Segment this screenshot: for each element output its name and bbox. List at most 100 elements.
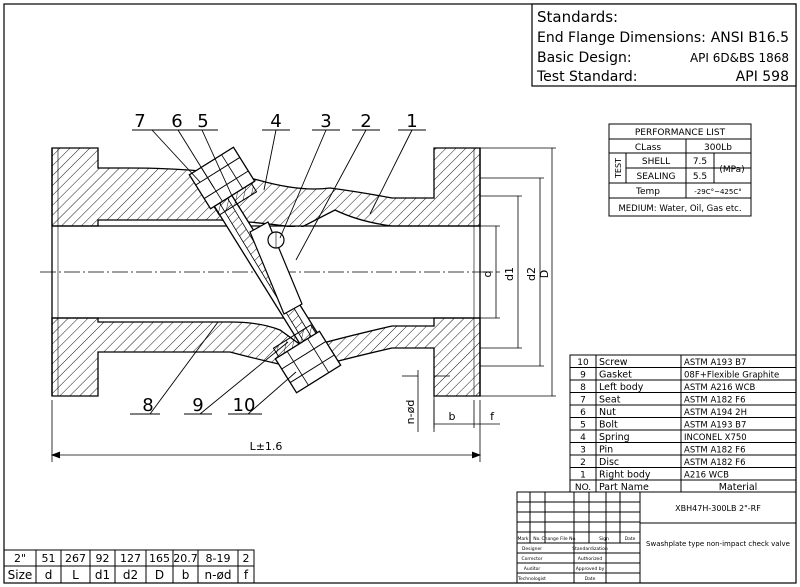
callout-7: 7 [134,111,145,132]
disc-assembly [207,185,319,345]
callout-1: 1 [406,111,417,132]
dim-value-size: 2" [14,552,26,565]
callout-6: 6 [171,111,182,132]
sheet-border [3,3,797,584]
part-name: Disc [599,457,619,468]
part-name: Right body [599,470,651,481]
part-no: 8 [580,383,586,393]
callout-9: 9 [192,395,203,416]
drawing-title: Swashplate type non-impact check valve [646,540,790,548]
dim-value-d: 51 [42,552,56,565]
part-material: ASTM A216 WCB [684,383,756,393]
dim-label-f: f [244,568,249,582]
tb-header-mark: Mark [517,536,528,542]
dim-label-d1: d1 [95,568,110,582]
part-no: 1 [580,471,586,481]
dim-value-L: 267 [65,552,86,565]
performance-medium: MEDIUM: Water, Oil, Gas etc. [618,204,741,214]
dimension-lines [50,147,556,462]
parts-header-name: Part Name [599,482,649,493]
performance-sealing-label: SEALING [637,172,676,182]
part-no: 5 [580,421,586,431]
parts-header-material: Material [719,482,758,493]
callout-leaders [130,129,426,415]
performance-list [608,123,752,217]
tb-approval-date: Date [585,576,596,582]
parts-list-rows: 10 Screw ASTM A193 B7 9 Gasket 08F+Flexi… [575,357,779,493]
standards-label-design: Basic Design: [537,50,632,66]
tb-header-sign: Sign [599,536,609,542]
lower-bolt-assembly [272,324,342,394]
part-name: Left body [599,382,644,393]
part-material: ASTM A193 B7 [684,358,746,368]
part-name: Gasket [599,370,632,381]
standards-value-test: API 598 [736,69,789,85]
callout-10: 10 [233,395,256,416]
dim-label-b: b [182,568,190,582]
part-material: ASTM A182 F6 [684,446,745,456]
title-block-grid [516,491,797,584]
dim-label-L: L [72,568,79,582]
tb-approval-standard: Standardization [572,546,608,552]
part-no: 6 [580,408,586,418]
dimension-table-grid [3,549,255,584]
part-no: 7 [580,396,586,406]
standards-title: Standards: [537,8,618,26]
part-no: 3 [580,446,586,456]
part-material: A216 WCB [684,471,729,481]
dim-label-size: Size [8,568,33,582]
dim-value-nd: 8-19 [206,552,231,565]
dim-b-label: b [449,410,456,423]
tb-role-corrector: Corrector [521,556,542,562]
dim-d-label: d [481,271,494,278]
performance-class-label: CLass [635,143,662,153]
part-no: 9 [580,371,586,381]
performance-temp-label: Temp [635,187,660,197]
tb-header-change: Change File No. [541,536,576,542]
tb-header-no: No. [533,536,540,542]
tb-role-auditor: Auditor [524,566,541,572]
drawing-number: XBH47H-300LB 2"-RF [675,504,761,513]
standards-box: Standards: End Flange Dimensions: ANSI B… [531,3,797,87]
performance-test-label: TEST [614,158,623,179]
part-name: Pin [599,445,613,456]
tb-approval-approved: Approved by [576,566,605,572]
callout-8: 8 [142,395,153,416]
upper-bolt-assembly [188,146,258,216]
dim-label-d2: d2 [123,568,138,582]
dim-d2-label: d2 [525,267,538,281]
part-material: ASTM A182 F6 [684,458,745,468]
performance-shell-value: 7.5 [693,157,707,167]
performance-class-value: 300Lb [704,143,732,153]
part-no: 4 [580,433,586,443]
callout-4: 4 [270,111,281,132]
part-material: ASTM A193 B7 [684,421,746,431]
callout-3: 3 [320,111,331,132]
part-material: ASTM A194 2H [684,408,747,418]
tb-role-designer: Designer [522,546,542,552]
standards-label-flange: End Flange Dimensions: [537,30,706,46]
part-name: Spring [599,432,630,443]
performance-unit: (MPa) [719,165,744,175]
parts-header-no: NO. [575,483,591,493]
dim-D-label: D [538,270,551,278]
standards-value-flange: ANSI B16.5 [711,30,789,46]
dim-value-f: 2 [243,552,250,565]
part-name: Screw [599,357,628,368]
part-no: 2 [580,458,586,468]
performance-title: PERFORMANCE LIST [635,128,726,138]
dim-value-b: 20.7 [173,552,198,565]
part-material: ASTM A182 F6 [684,396,745,406]
standards-label-test: Test Standard: [536,69,637,85]
dim-nd-label: n-ød [404,400,417,425]
tb-header-date: Date [625,536,636,542]
performance-temp-value: -29C°~425C° [694,188,741,196]
parts-list-grid [569,354,797,493]
callout-2: 2 [360,111,371,132]
dim-value-D: 165 [149,552,170,565]
dim-label-D: D [155,568,164,582]
part-name: Seat [599,395,621,406]
part-material: INCONEL X750 [684,433,747,443]
callout-5: 5 [197,111,208,132]
